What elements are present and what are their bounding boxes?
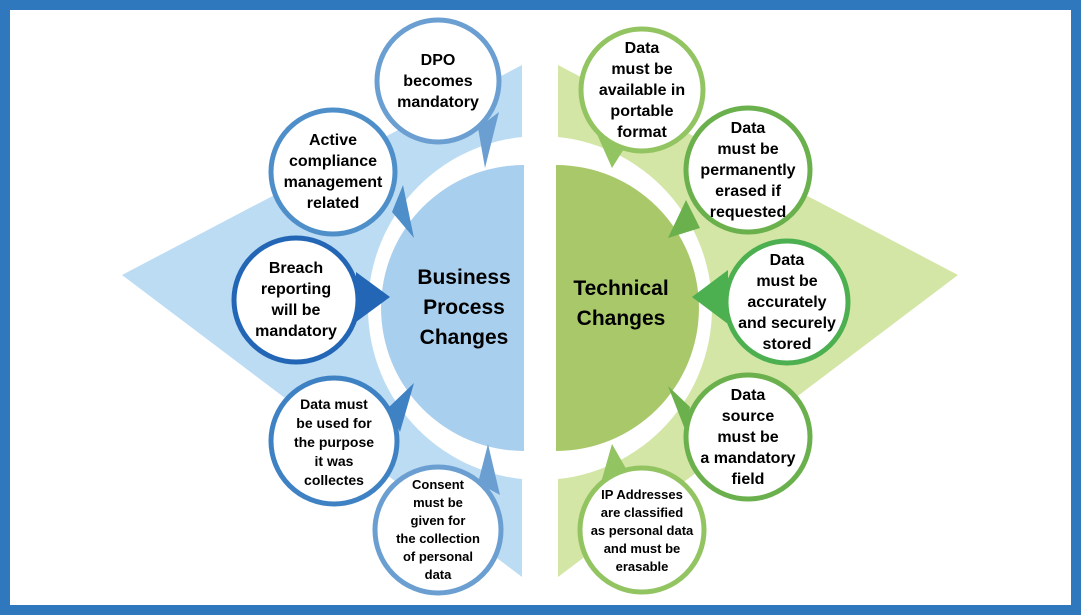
technical-changes-title: Technical Changes xyxy=(573,277,669,330)
technical-half-disc xyxy=(556,165,699,451)
bubble-breach xyxy=(231,235,361,365)
bubble-consent-text: Consent must be given for the collection… xyxy=(396,477,480,582)
bubble-dpo xyxy=(374,17,502,145)
bubble-portable xyxy=(578,26,706,154)
business-process-half-disc xyxy=(381,165,524,451)
bubble-data-used-text: Data must be used for the purpose it was… xyxy=(293,395,375,488)
bubble-pointer-source xyxy=(668,386,690,432)
bubble-pointer-active-compliance xyxy=(392,185,414,238)
bubble-pointer-breach xyxy=(356,272,390,322)
bubble-source xyxy=(683,372,813,502)
bubble-data-used xyxy=(268,375,400,507)
bubble-pointer-dpo xyxy=(478,112,499,168)
bubble-active-compliance-text: Active compliance management related xyxy=(283,132,383,212)
bubble-source-text: Data source must be a mandatory field xyxy=(700,386,796,488)
bubble-stored-text: Data must be accurately and securely sto… xyxy=(738,251,836,353)
business-process-title: Business Process Changes xyxy=(417,266,511,349)
bubble-erased-text: Data must be permanently erased if reque… xyxy=(700,119,796,221)
bubble-portable-text: Data must be available in portable forma… xyxy=(598,39,686,141)
bubble-ip-text: IP Addresses are classified as personal … xyxy=(590,487,694,574)
bubble-pointer-consent xyxy=(478,444,500,495)
bubble-stored xyxy=(723,238,851,366)
bubble-dpo-text: DPO becomes mandatory xyxy=(397,51,479,111)
bubble-consent xyxy=(372,464,504,596)
bubble-pointer-erased xyxy=(668,200,700,238)
bubble-ip xyxy=(577,465,707,595)
bubble-active-compliance xyxy=(268,107,398,237)
bubble-erased xyxy=(683,105,813,235)
bubble-pointer-stored xyxy=(692,270,728,324)
bubble-breach-text: Breach reporting will be mandatory xyxy=(255,260,337,340)
